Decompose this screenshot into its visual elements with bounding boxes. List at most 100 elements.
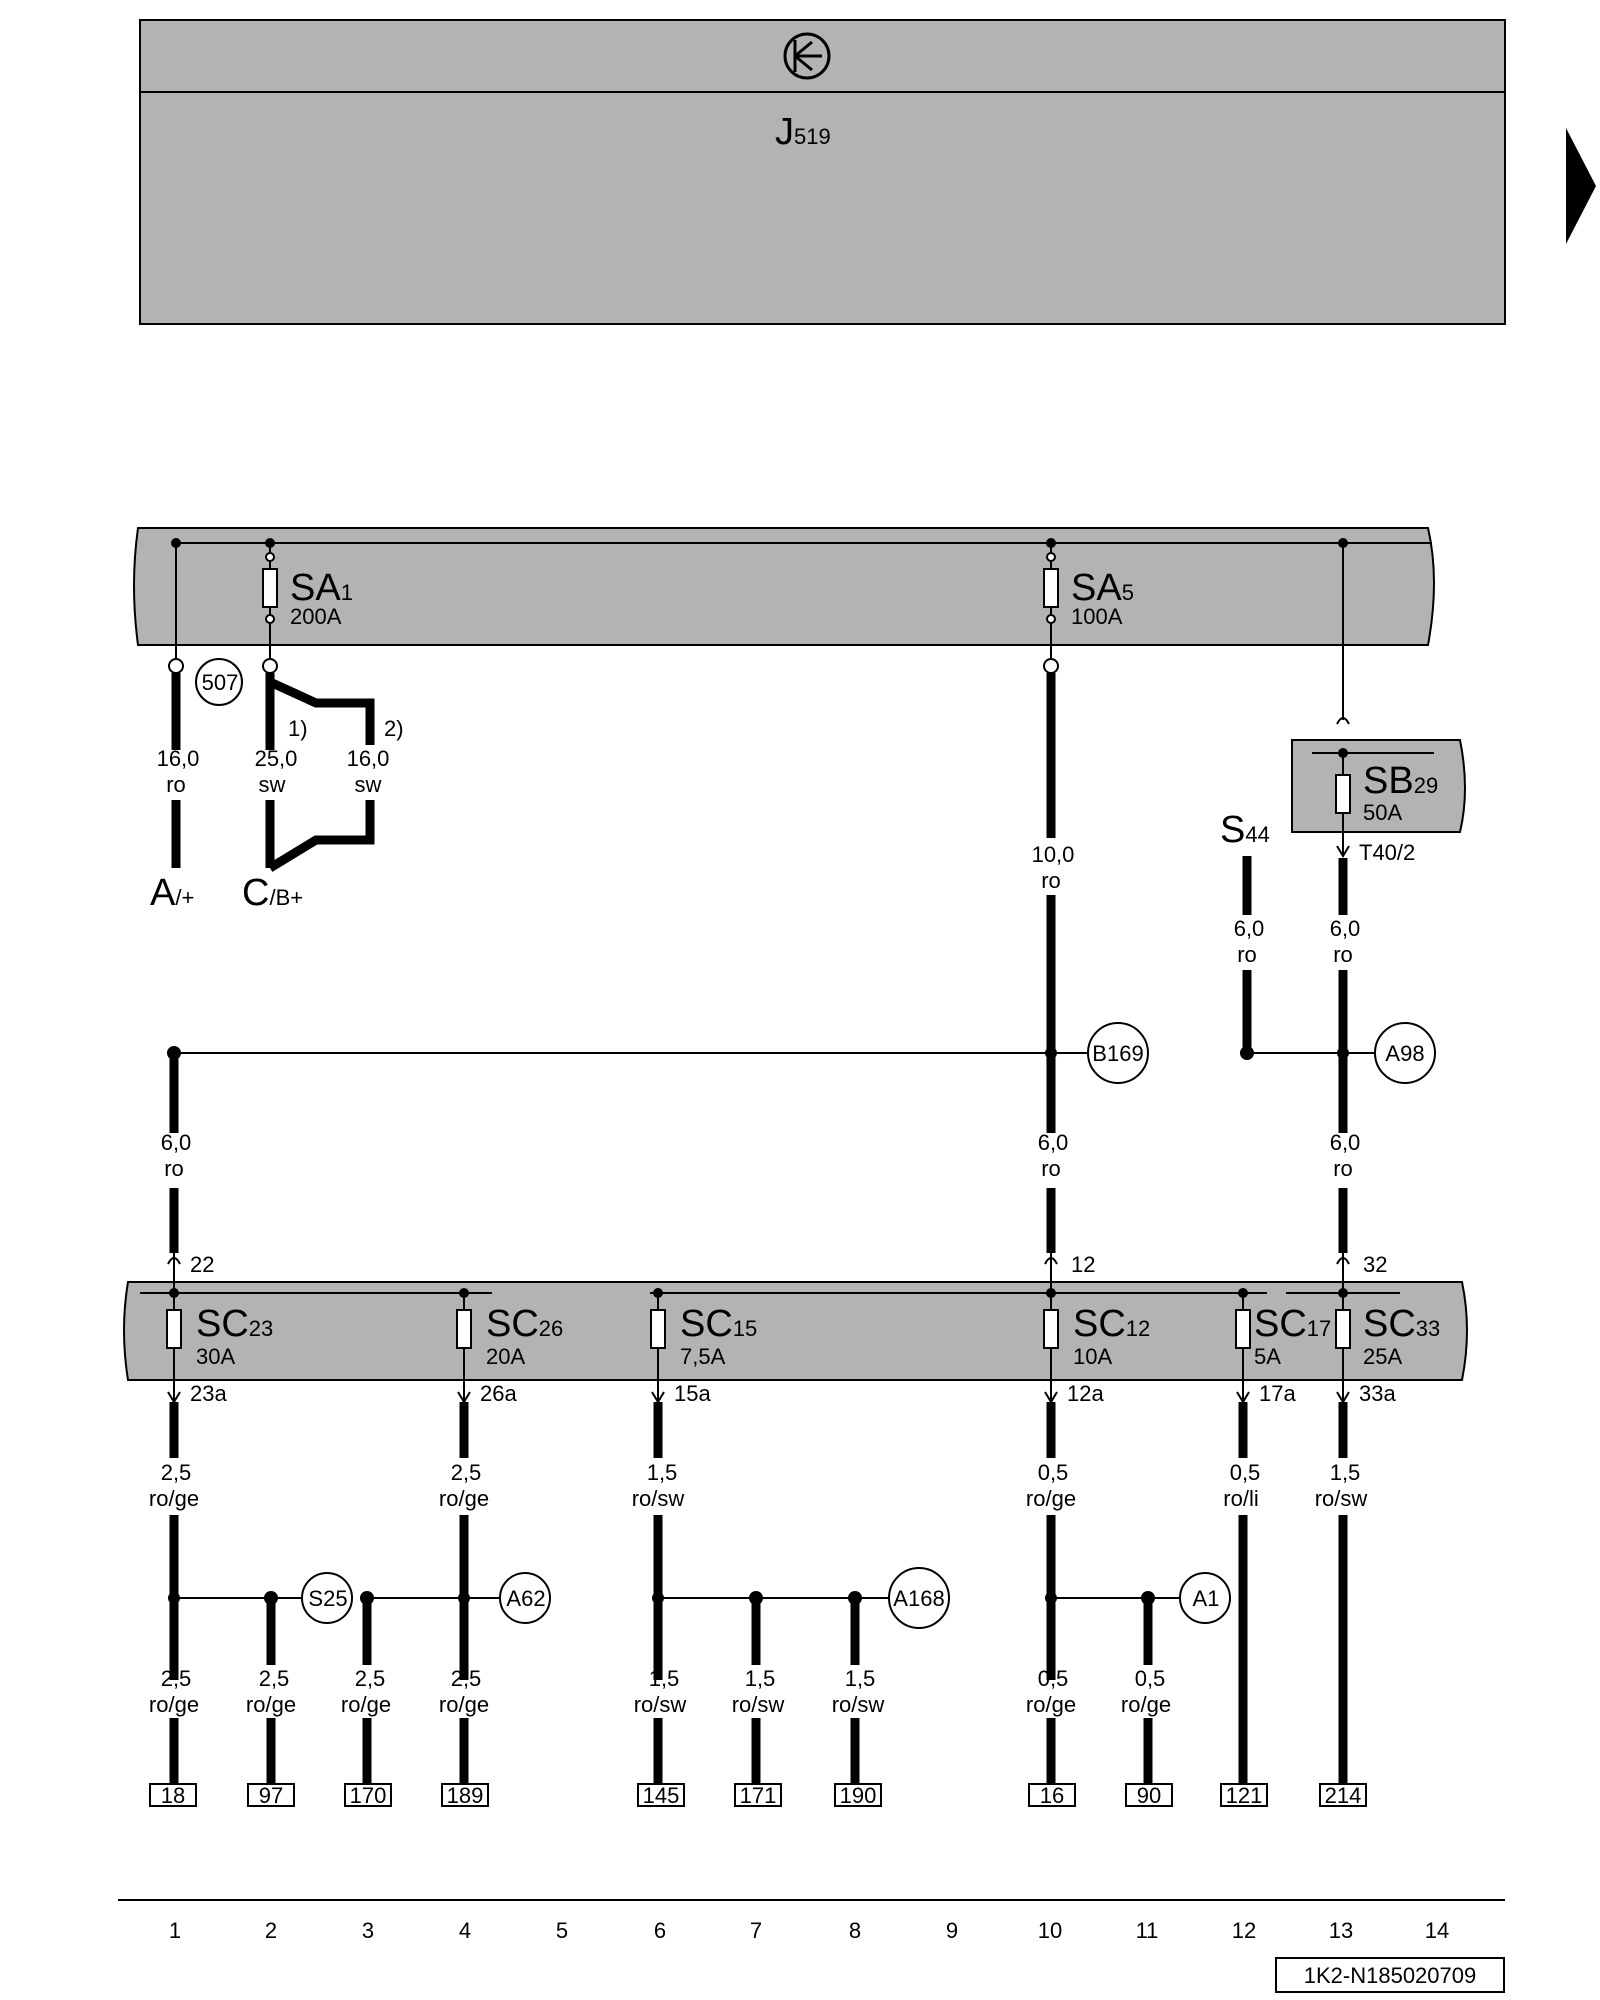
sb29-output: 6,0 ro A98 6,0 ro (1330, 858, 1436, 1253)
wire-size: 2,5 (161, 1666, 192, 1691)
pin-label: 12a (1067, 1381, 1104, 1406)
scale-label: 1 (169, 1918, 181, 1943)
scale-label: 11 (1136, 1918, 1159, 1943)
wire-color: ro/ge (439, 1486, 489, 1511)
scale-label: 12 (1232, 1918, 1256, 1943)
wire-size: 2,5 (355, 1666, 386, 1691)
s44-group: S44 6,0 ro (1220, 809, 1343, 1060)
fuse-sc23-name: SC (196, 1303, 249, 1345)
wire-size: 6,0 (1330, 916, 1361, 941)
fuse-box-sb: SB29 50A T40/2 (1291, 717, 1466, 865)
pin-label: 32 (1363, 1252, 1387, 1277)
terminal-ring (262, 658, 278, 674)
target-label: 90 (1137, 1783, 1161, 1808)
pin-label: 33a (1359, 1381, 1396, 1406)
wire-size: 0,5 (1135, 1666, 1166, 1691)
fuse-sc26: SC26 20A (456, 1288, 563, 1400)
fuse-sc15-rating: 7,5A (680, 1344, 726, 1369)
fuse-sc33-name: SC (1363, 1303, 1416, 1345)
target-label: 190 (840, 1783, 877, 1808)
wire-color: ro/ge (149, 1486, 199, 1511)
wire-color: sw (259, 772, 286, 797)
target-label: 16 (1040, 1783, 1064, 1808)
b169-link: B169 6,0 ro (161, 1022, 1149, 1253)
wire-color: ro/li (1223, 1486, 1258, 1511)
fuse-box-sc-outline (123, 1281, 1468, 1381)
fuse-sc23-index: 23 (249, 1316, 273, 1341)
pin-label: 12 (1071, 1252, 1095, 1277)
target-label: 189 (447, 1783, 484, 1808)
svg-text:A/+: A/+ (150, 872, 194, 914)
wire-size: 1,5 (845, 1666, 876, 1691)
connection-point-label: A1 (1193, 1586, 1220, 1611)
svg-text:SC26: SC26 (486, 1303, 563, 1345)
connection-point-a62 (499, 1572, 551, 1624)
pin-label: 22 (190, 1252, 214, 1277)
wire-size: 0,5 (1038, 1666, 1069, 1691)
fuse-sc33: SC33 25A (1335, 1288, 1440, 1400)
wire-size: 2,5 (451, 1666, 482, 1691)
scale-label: 3 (362, 1918, 374, 1943)
fuse-box-sa: SA1 200A SA5 100A (133, 527, 1435, 720)
connection-point-label: A168 (893, 1586, 944, 1611)
wire-color: ro (164, 1156, 184, 1181)
wire-size: 6,0 (161, 1130, 192, 1155)
wire-size: 16,0 (157, 746, 200, 771)
fuse-sa5-rating: 100A (1071, 604, 1123, 629)
terminal-ring (1043, 658, 1059, 674)
fuse-sc26-name: SC (486, 1303, 539, 1345)
scale-label: 6 (654, 1918, 666, 1943)
svg-text:SC15: SC15 (680, 1303, 757, 1345)
fuse-sa1-index: 1 (341, 580, 353, 605)
fuse-sc12-index: 12 (1126, 1316, 1150, 1341)
wire-size: 6,0 (1330, 1130, 1361, 1155)
fuse-sa1-rating: 200A (290, 604, 342, 629)
wire-color: ro/ge (1121, 1692, 1171, 1717)
fuse-box-sc: 22 12 32 SC23 30A SC26 20A SC15 (123, 1252, 1468, 1406)
fuse-sb29-rating: 50A (1363, 800, 1402, 825)
wire-color: ro/ge (1026, 1692, 1076, 1717)
wire-size: 1,5 (745, 1666, 776, 1691)
fuse-sc17-name: SC (1254, 1303, 1307, 1345)
control-unit-j519: J519 (139, 19, 1506, 325)
wire-size: 1,5 (1330, 1460, 1361, 1485)
wire-size: 0,5 (1038, 1460, 1069, 1485)
terminal-a-sub: /+ (175, 885, 194, 910)
fuse-sc26-rating: 20A (486, 1344, 525, 1369)
scale-label: 4 (459, 1918, 471, 1943)
target-label: 170 (350, 1783, 387, 1808)
svg-text:C/B+: C/B+ (242, 872, 303, 914)
target-label: 121 (1226, 1783, 1263, 1808)
wire-color: ro/sw (632, 1486, 685, 1511)
variant-label: 1) (288, 716, 308, 741)
terminal-a-group: 16,0 ro 507 A/+ (150, 658, 243, 914)
wire-color: ro (1333, 942, 1353, 967)
terminal-s44-sub: 44 (1245, 822, 1269, 847)
fuse-sa5-name: SA (1071, 567, 1122, 609)
connector-label: T40/2 (1359, 840, 1415, 865)
fuse-sc17: SC17 5A (1235, 1288, 1331, 1400)
connection-point-a168 (888, 1567, 950, 1629)
wire-size: 1,5 (649, 1666, 680, 1691)
continuation-arrow-icon (1566, 128, 1596, 244)
scale-label: 13 (1329, 1918, 1353, 1943)
svg-text:SC23: SC23 (196, 1303, 273, 1345)
fuse-sa1: SA1 200A (262, 543, 353, 664)
wire-size: 2,5 (161, 1460, 192, 1485)
fuse-sc15: SC15 7,5A (650, 1288, 757, 1400)
target-label: 18 (161, 1783, 185, 1808)
pin-label: 26a (480, 1381, 517, 1406)
fuse-sc15-name: SC (680, 1303, 733, 1345)
wire-color: ro/sw (1315, 1486, 1368, 1511)
control-unit-name-main: J (775, 111, 794, 153)
wire-size: 0,5 (1230, 1460, 1261, 1485)
control-unit-box (139, 19, 1506, 325)
wire-color: ro/sw (832, 1692, 885, 1717)
wire-size: 16,0 (347, 746, 390, 771)
variant-label: 2) (384, 716, 404, 741)
scale-label: 7 (750, 1918, 762, 1943)
scale-label: 5 (556, 1918, 568, 1943)
connection-point-label: A98 (1385, 1041, 1424, 1066)
wire-color: ro/ge (341, 1692, 391, 1717)
